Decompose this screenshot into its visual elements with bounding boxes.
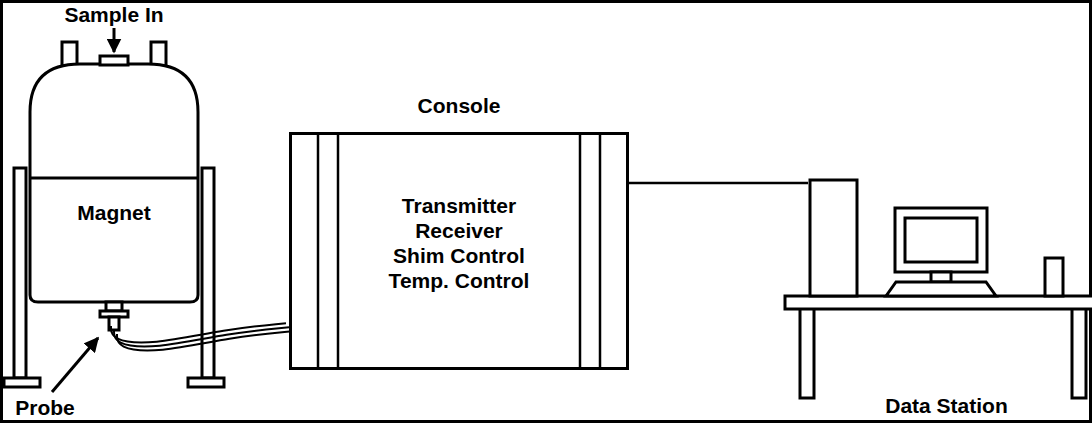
computer-tower xyxy=(810,180,857,296)
desk-top xyxy=(785,296,1092,309)
probe-cable xyxy=(114,327,289,346)
node-text: Magnet xyxy=(77,200,151,225)
speaker xyxy=(1045,258,1063,296)
keyboard xyxy=(886,282,996,296)
node-text: Shim Control xyxy=(393,243,525,268)
connector-group xyxy=(111,323,292,350)
magnet: Magnet xyxy=(30,64,198,335)
magnet-foot xyxy=(4,378,40,387)
magnet-body xyxy=(30,64,198,302)
node-text: Data Station xyxy=(885,393,1008,418)
node-text: Temp. Control xyxy=(389,268,530,293)
leader-arrow xyxy=(52,338,98,392)
workstation-drawing xyxy=(785,180,1092,398)
console-box: TransmitterReceiverShim ControlTemp. Con… xyxy=(289,132,629,370)
desk-leg xyxy=(800,308,814,398)
sample-port xyxy=(100,56,128,65)
monitor xyxy=(895,208,987,272)
data-station: Data Station xyxy=(808,180,1085,420)
text-stack: TransmitterReceiverShim ControlTemp. Con… xyxy=(292,193,626,293)
probe-label: Probe xyxy=(15,396,75,420)
magnet-seam xyxy=(30,177,198,180)
console-heading: Console xyxy=(292,93,626,118)
cable-strand xyxy=(117,331,292,350)
magnet-foot xyxy=(188,378,224,387)
console-stripes xyxy=(318,132,600,370)
sample-label: Sample In xyxy=(64,3,163,27)
monitor-screen xyxy=(905,218,977,262)
magnet-leg xyxy=(202,168,214,378)
leader-arrow xyxy=(113,28,116,52)
magnet-leg xyxy=(14,168,26,378)
desk-leg xyxy=(1072,308,1086,398)
node-text: Receiver xyxy=(415,218,503,243)
connector-group xyxy=(629,183,808,184)
data-link xyxy=(629,182,808,185)
text-stack: Data Station xyxy=(808,393,1085,418)
node-text: Transmitter xyxy=(402,193,516,218)
text-stack: Magnet xyxy=(30,200,198,225)
